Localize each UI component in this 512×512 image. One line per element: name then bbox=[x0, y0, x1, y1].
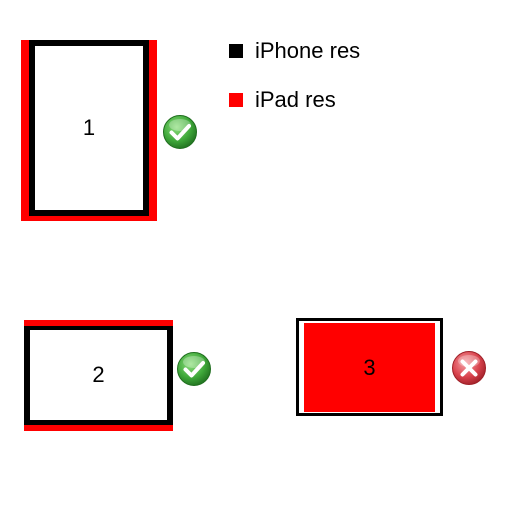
legend-iphone: iPhone res bbox=[229, 40, 360, 62]
legend-swatch-ipad bbox=[229, 93, 243, 107]
diagram-2-label: 2 bbox=[92, 362, 105, 387]
check-icon bbox=[162, 114, 198, 150]
diagram-3-ipad-frame bbox=[304, 323, 435, 412]
diagram-2-screen bbox=[30, 330, 167, 420]
diagram-1-screen bbox=[35, 46, 143, 210]
legend-label-iphone: iPhone res bbox=[255, 38, 361, 63]
cross-icon bbox=[451, 350, 487, 386]
legend-label-ipad: iPad res bbox=[255, 87, 336, 112]
diagram-3-label: 3 bbox=[363, 354, 376, 380]
legend-swatch-iphone bbox=[229, 44, 243, 58]
legend-ipad: iPad res bbox=[229, 89, 336, 111]
diagram-1-label: 1 bbox=[82, 115, 96, 140]
check-icon bbox=[176, 351, 212, 387]
